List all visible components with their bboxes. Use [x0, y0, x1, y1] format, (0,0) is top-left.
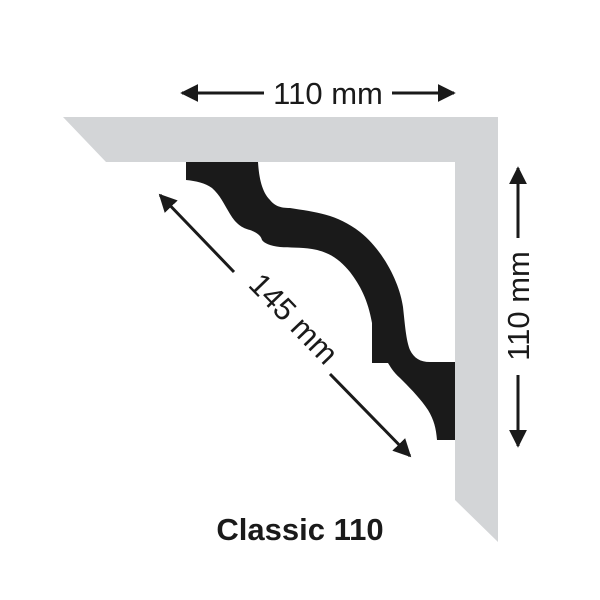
diagonal-dimension-arrow [158, 193, 236, 274]
cornice-profile [186, 162, 455, 440]
diagonal-label: 145 mm [242, 266, 345, 371]
diagonal-dimension-arrow [328, 372, 412, 458]
height-label: 110 mm [501, 251, 536, 361]
width-label: 110 mm [273, 76, 383, 111]
ceiling-wall-corner [63, 117, 498, 542]
product-title: Classic 110 [216, 512, 383, 547]
